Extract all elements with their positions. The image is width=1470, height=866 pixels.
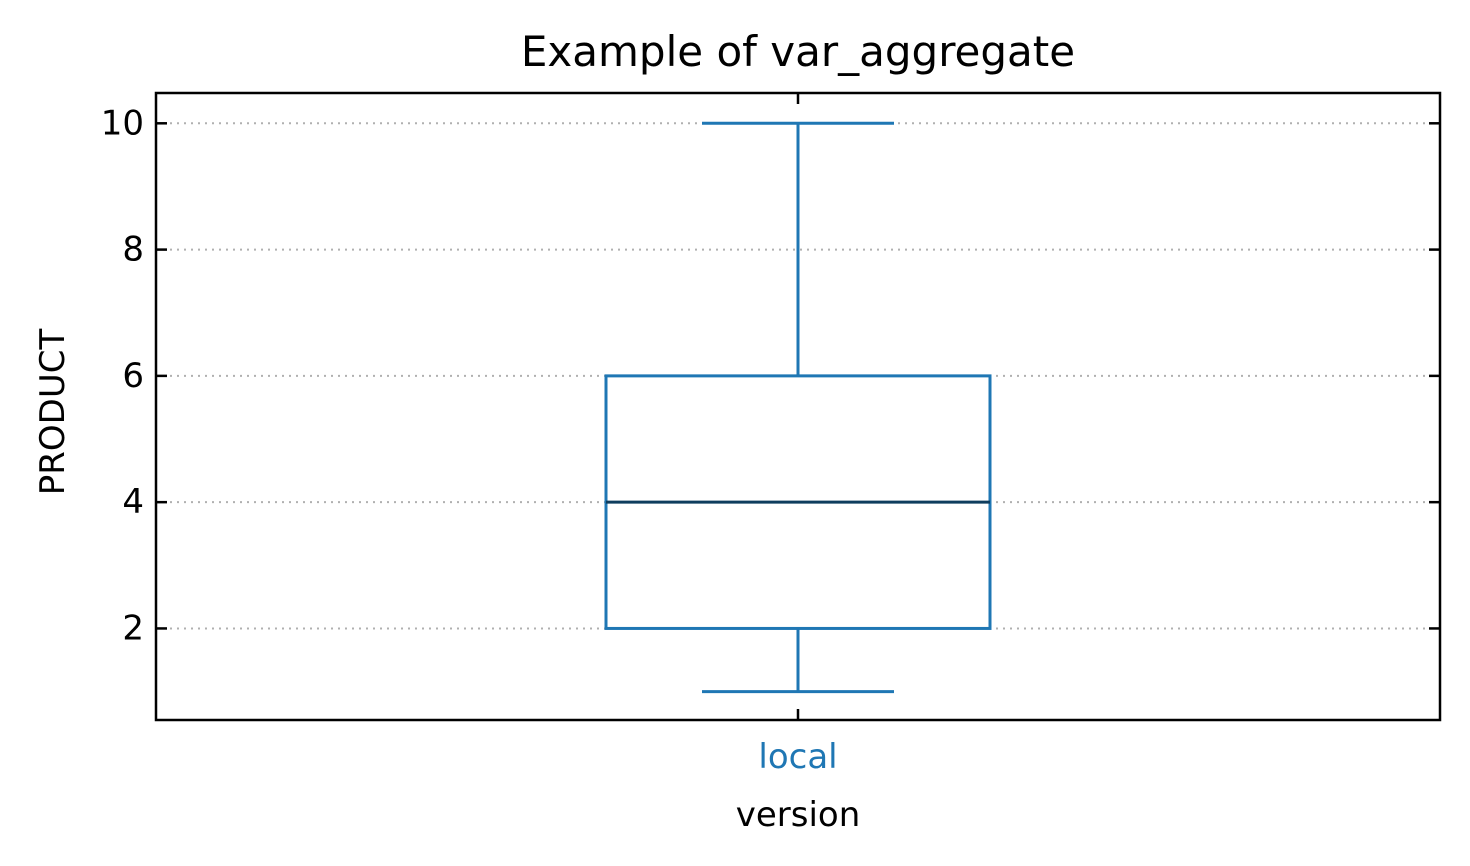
x-tick-label: local [758,737,837,777]
axis-ticks [156,93,1440,720]
x-axis-label: version [736,795,861,835]
y-tick-labels: 2 4 6 8 10 [101,103,144,648]
y-tick-label: 6 [122,356,144,396]
chart-title: Example of var_aggregate [521,27,1075,76]
y-axis-label: PRODUCT [33,329,73,496]
y-tick-label: 8 [122,230,144,270]
y-tick-label: 10 [101,103,144,143]
x-tick-labels: local [758,737,837,777]
y-tick-label: 2 [122,608,144,648]
box-layer [604,121,992,694]
y-tick-label: 4 [122,482,144,522]
